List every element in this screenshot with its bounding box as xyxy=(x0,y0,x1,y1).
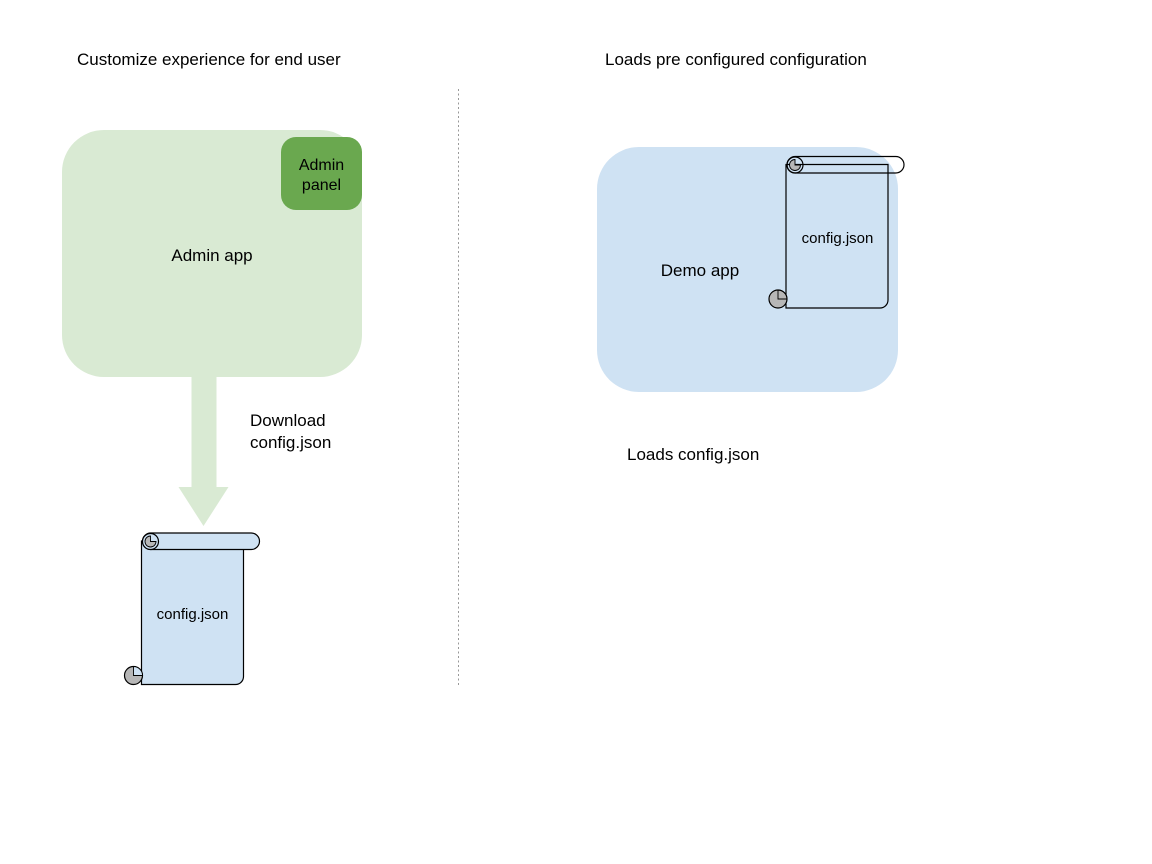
download-arrow xyxy=(178,376,229,526)
scroll-bottom-curl-notch xyxy=(777,289,788,300)
admin-app-label: Admin app xyxy=(171,246,253,265)
loads-config-caption: Loads config.json xyxy=(627,445,760,464)
scroll-top-curl-inner xyxy=(789,159,801,171)
demo-app-box xyxy=(597,147,898,392)
config-json-label-right: config.json xyxy=(801,230,874,247)
left-section-title: Customize experience for end user xyxy=(77,50,341,69)
right-section-title: Loads pre configured configuration xyxy=(605,50,867,69)
scroll-bottom-curl-notch xyxy=(133,666,143,676)
demo-app-label: Demo app xyxy=(660,261,740,280)
scroll-body xyxy=(785,163,889,309)
config-scroll-left xyxy=(123,532,261,686)
admin-panel-label: Admin panel xyxy=(298,157,345,194)
scroll-top-curl xyxy=(786,156,804,174)
scroll-top-curl-inner xyxy=(144,535,157,548)
download-arrow-caption: Download config.json xyxy=(250,411,332,452)
admin-panel-box xyxy=(281,137,362,210)
scroll-top-roll xyxy=(141,532,261,551)
config-json-label-left: config.json xyxy=(156,606,229,623)
config-scroll-right xyxy=(768,155,905,309)
scroll-body xyxy=(140,540,245,686)
